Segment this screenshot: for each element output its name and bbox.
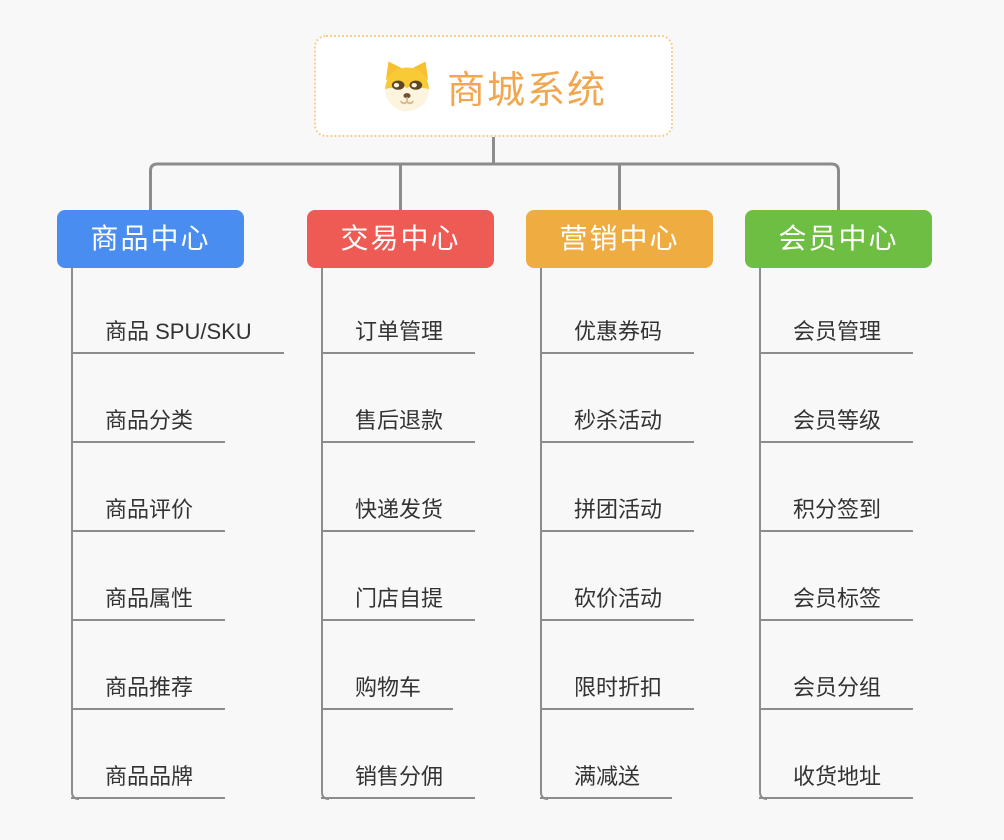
child-node[interactable]: 会员标签 — [759, 588, 914, 621]
child-node[interactable]: 商品 SPU/SKU — [71, 321, 284, 354]
child-node[interactable]: 门店自提 — [321, 588, 476, 621]
child-node[interactable]: 砍价活动 — [540, 588, 695, 621]
child-node[interactable]: 会员等级 — [759, 410, 914, 443]
branch-node-trade[interactable]: 交易中心 — [307, 210, 494, 268]
branch-node-marketing[interactable]: 营销中心 — [526, 210, 713, 268]
child-node[interactable]: 积分签到 — [759, 499, 914, 532]
branch-node-product[interactable]: 商品中心 — [57, 210, 244, 268]
dog-icon — [385, 61, 429, 112]
root-node[interactable]: 商城系统 — [314, 35, 673, 137]
child-node[interactable]: 订单管理 — [321, 321, 476, 354]
branch-node-member[interactable]: 会员中心 — [745, 210, 932, 268]
child-node[interactable]: 售后退款 — [321, 410, 476, 443]
child-node[interactable]: 商品推荐 — [71, 677, 226, 710]
child-node[interactable]: 会员管理 — [759, 321, 914, 354]
child-node[interactable]: 限时折扣 — [540, 677, 695, 710]
child-node[interactable]: 优惠券码 — [540, 321, 695, 354]
child-node[interactable]: 商品品牌 — [71, 766, 226, 799]
child-node[interactable]: 商品属性 — [71, 588, 226, 621]
child-node[interactable]: 购物车 — [321, 677, 454, 710]
child-node[interactable]: 销售分佣 — [321, 766, 476, 799]
child-node[interactable]: 商品分类 — [71, 410, 226, 443]
child-node[interactable]: 收货地址 — [759, 766, 914, 799]
child-node[interactable]: 拼团活动 — [540, 499, 695, 532]
root-title: 商城系统 — [446, 69, 607, 112]
child-node[interactable]: 商品评价 — [71, 499, 226, 532]
child-node[interactable]: 满减送 — [540, 766, 673, 799]
child-node[interactable]: 秒杀活动 — [540, 410, 695, 443]
child-node[interactable]: 快递发货 — [321, 499, 476, 532]
child-node[interactable]: 会员分组 — [759, 677, 914, 710]
